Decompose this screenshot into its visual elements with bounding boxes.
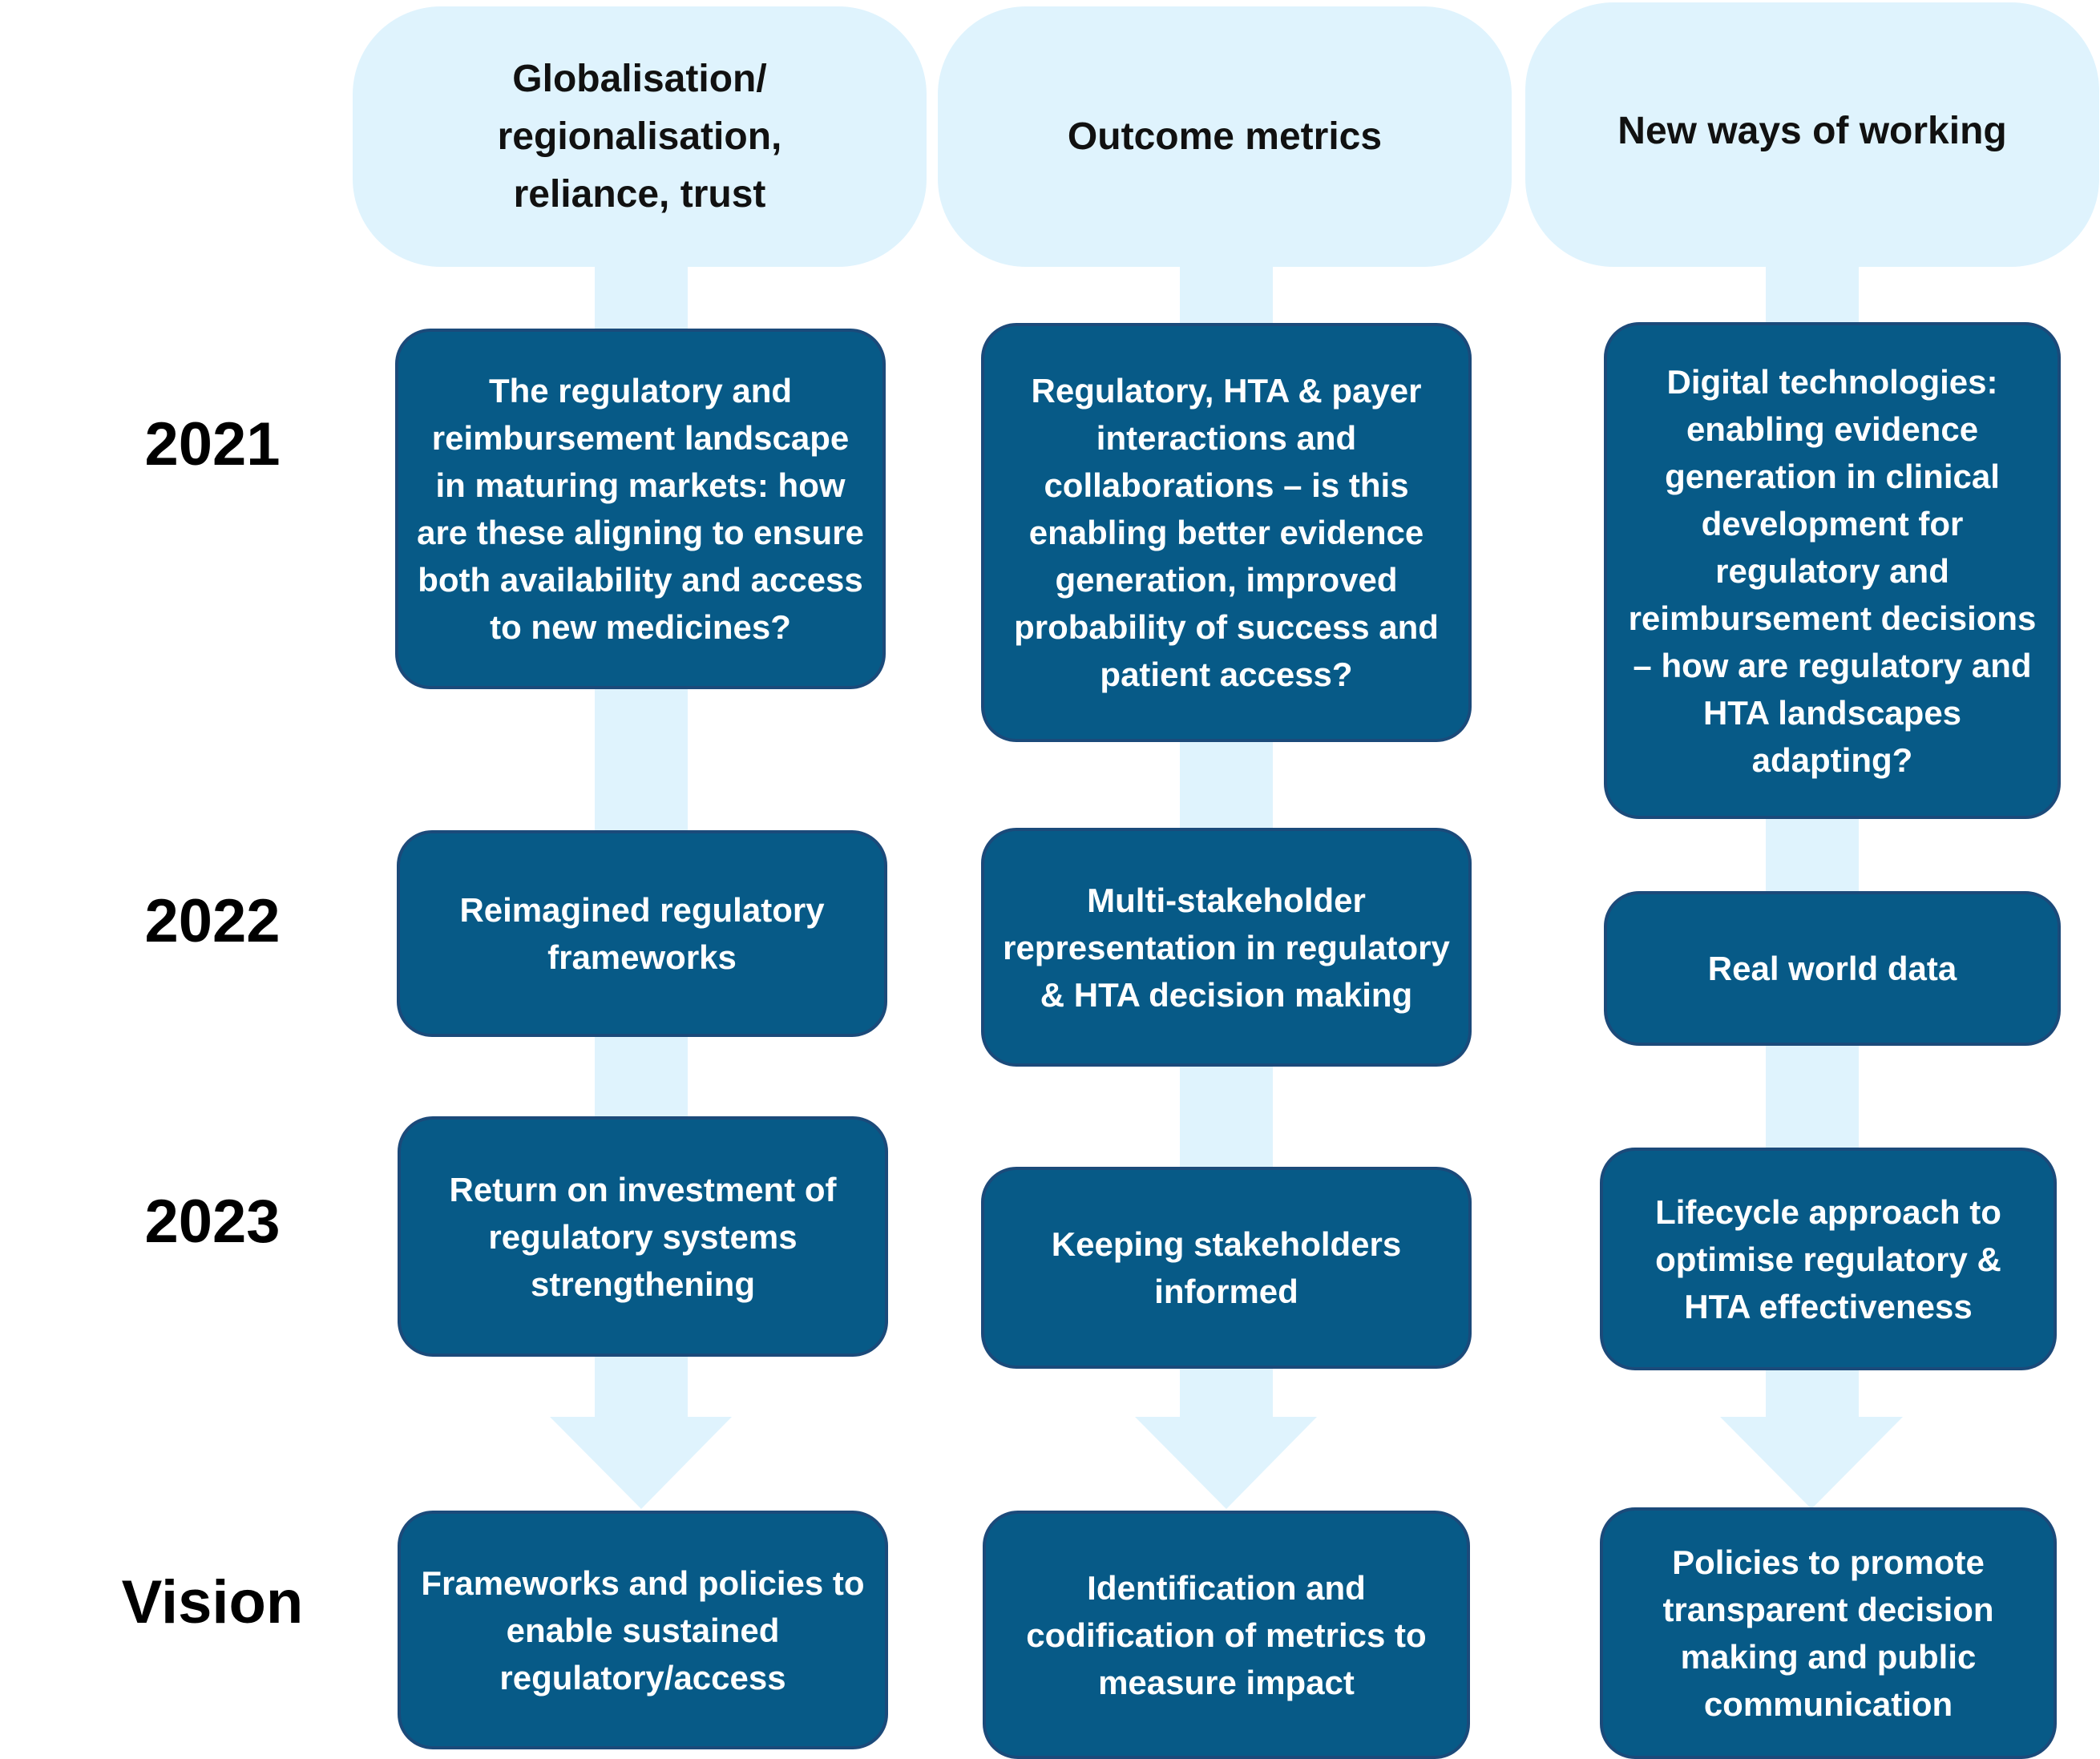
topic-box-2021-outcome-metrics: Regulatory, HTA & payer interactions and… bbox=[981, 323, 1472, 742]
column-header-globalisation: Globalisation/ regionalisation, reliance… bbox=[353, 6, 927, 267]
topic-box-2021-globalisation: The regulatory and reimbursement landsca… bbox=[395, 329, 886, 689]
topic-box-vision-globalisation: Frameworks and policies to enable sustai… bbox=[398, 1511, 888, 1749]
topic-box-2023-new-ways-of-working: Lifecycle approach to optimise regulator… bbox=[1600, 1148, 2057, 1370]
column-header-outcome-metrics: Outcome metrics bbox=[938, 6, 1512, 267]
column-header-globalisation-text: Globalisation/ regionalisation, reliance… bbox=[498, 50, 782, 224]
column-header-new-ways-of-working: New ways of working bbox=[1525, 2, 2099, 267]
topic-box-vision-outcome-metrics: Identification and codification of metri… bbox=[983, 1511, 1470, 1759]
topic-box-2022-new-ways-of-working: Real world data bbox=[1604, 891, 2061, 1046]
topic-box-2022-globalisation: Reimagined regulatory frameworks bbox=[397, 830, 887, 1037]
topic-box-2023-globalisation: Return on investment of regulatory syste… bbox=[398, 1116, 888, 1357]
topic-box-vision-new-ways-of-working: Policies to promote transparent decision… bbox=[1600, 1507, 2057, 1759]
row-label-2022: 2022 bbox=[144, 887, 281, 955]
header-line: reliance, trust bbox=[513, 172, 766, 216]
column-header-new-ways-of-working-text: New ways of working bbox=[1617, 110, 2007, 152]
row-label-2021: 2021 bbox=[144, 410, 281, 478]
row-label-2023: 2023 bbox=[144, 1188, 281, 1256]
topic-box-2022-outcome-metrics: Multi-stakeholder representation in regu… bbox=[981, 828, 1472, 1067]
topic-box-2023-outcome-metrics: Keeping stakeholders informed bbox=[981, 1167, 1472, 1369]
column-header-outcome-metrics-text: Outcome metrics bbox=[1067, 115, 1383, 158]
row-label-vision: Vision bbox=[121, 1568, 304, 1636]
header-line: regionalisation, bbox=[497, 115, 782, 158]
header-line: Globalisation/ bbox=[512, 57, 767, 100]
topic-box-2021-new-ways-of-working: Digital technologies: enabling evidence … bbox=[1604, 322, 2061, 819]
